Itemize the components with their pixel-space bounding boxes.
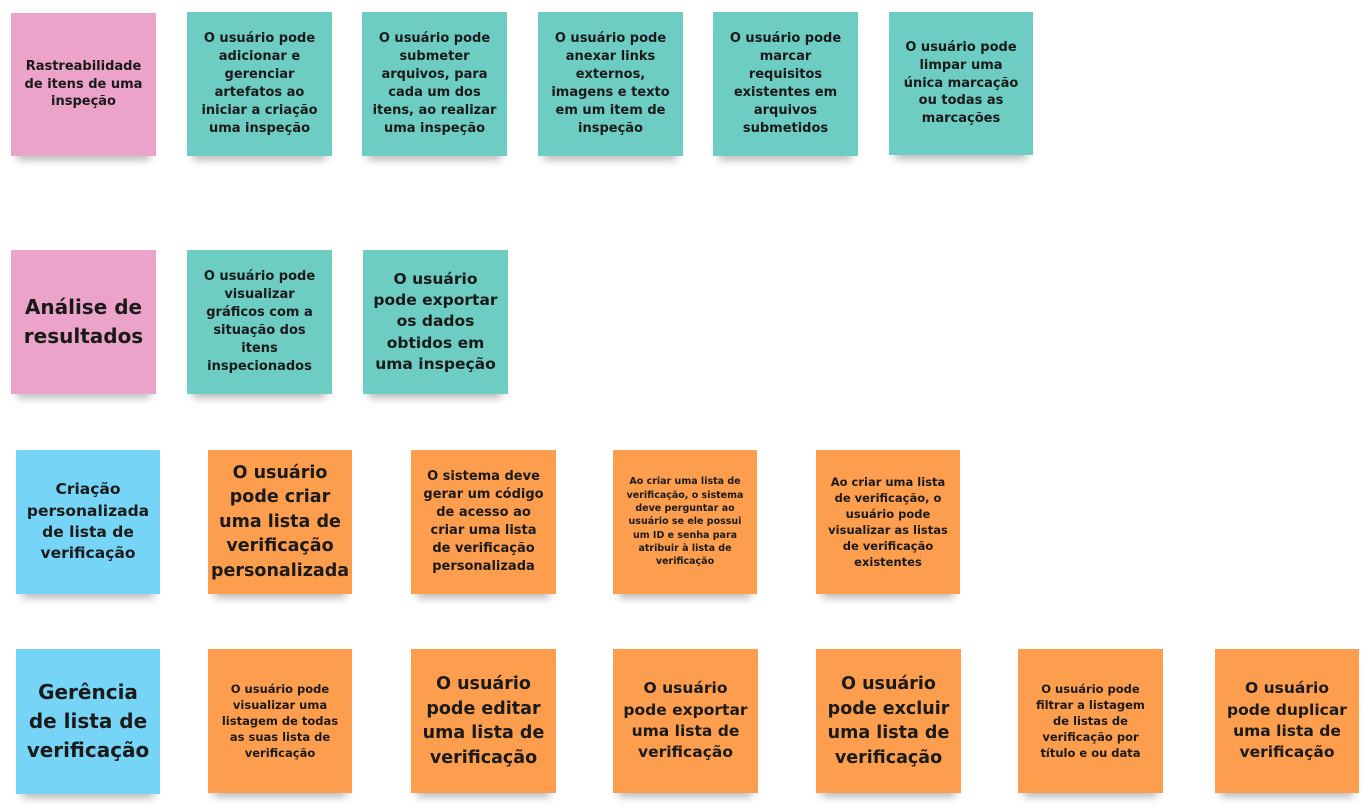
- sticky-note[interactable]: O usuário pode filtrar a listagem de lis…: [1018, 649, 1163, 793]
- sticky-note[interactable]: O usuário pode limpar uma única marcação…: [889, 12, 1033, 155]
- note-text: O usuário pode exportar os dados obtidos…: [373, 269, 498, 374]
- note-text: O usuário pode limpar uma única marcação…: [903, 39, 1019, 127]
- note-text: O usuário pode criar uma lista de verifi…: [210, 462, 350, 581]
- note-text: O usuário pode marcar requisitos existen…: [729, 31, 842, 136]
- sticky-note[interactable]: O usuário pode visualizar gráficos com a…: [187, 250, 332, 394]
- sticky-note[interactable]: Ao criar uma lista de verificação, o sis…: [613, 450, 757, 594]
- sticky-note[interactable]: O usuário pode anexar links externos, im…: [538, 12, 683, 156]
- note-text: O sistema deve gerar um código de acesso…: [423, 469, 544, 574]
- note-text: O usuário pode adicionar e gerenciar art…: [201, 31, 318, 136]
- sticky-note[interactable]: Ao criar uma lista de verificação, o usu…: [816, 450, 960, 594]
- sticky-note[interactable]: O usuário pode excluir uma lista de veri…: [816, 649, 961, 793]
- sticky-note[interactable]: O usuário pode exportar os dados obtidos…: [363, 250, 508, 394]
- note-text: Ao criar uma lista de verificação, o sis…: [626, 476, 744, 568]
- note-text: O usuário pode editar uma lista de verif…: [422, 674, 545, 768]
- sticky-note[interactable]: O usuário pode criar uma lista de verifi…: [208, 450, 352, 594]
- note-text: Gerência de lista de verificação: [26, 680, 150, 762]
- sticky-note[interactable]: O usuário pode adicionar e gerenciar art…: [187, 12, 332, 156]
- sticky-note[interactable]: O usuário pode duplicar uma lista de ver…: [1215, 649, 1359, 793]
- sticky-note-category-header[interactable]: Gerência de lista de verificação: [16, 649, 160, 794]
- note-text: O usuário pode exportar uma lista de ver…: [623, 679, 748, 762]
- note-text: O usuário pode visualizar gráficos com a…: [203, 269, 316, 374]
- sticky-note[interactable]: O usuário pode submeter arquivos, para c…: [362, 12, 507, 156]
- sticky-note[interactable]: O usuário pode marcar requisitos existen…: [713, 12, 858, 156]
- note-text: Análise de resultados: [23, 295, 144, 348]
- note-text: Criação personalizada de lista de verifi…: [26, 480, 150, 563]
- sticky-note[interactable]: O usuário pode editar uma lista de verif…: [411, 649, 556, 793]
- sticky-note-category-header[interactable]: Análise de resultados: [11, 250, 156, 394]
- sticky-note[interactable]: O sistema deve gerar um código de acesso…: [411, 450, 556, 594]
- sticky-note-category-header[interactable]: Rastreabilidade de itens de uma inspeção: [11, 13, 156, 156]
- note-text: O usuário pode visualizar uma listagem d…: [221, 681, 339, 761]
- note-text: Ao criar uma lista de verificação, o usu…: [828, 474, 948, 570]
- note-text: O usuário pode submeter arquivos, para c…: [372, 31, 497, 136]
- note-text: Rastreabilidade de itens de uma inspeção: [24, 58, 143, 110]
- note-text: O usuário pode excluir uma lista de veri…: [827, 674, 950, 768]
- sticky-note[interactable]: O usuário pode exportar uma lista de ver…: [613, 649, 758, 793]
- sticky-note-category-header[interactable]: Criação personalizada de lista de verifi…: [16, 450, 160, 594]
- note-text: O usuário pode filtrar a listagem de lis…: [1036, 681, 1145, 761]
- sticky-note[interactable]: O usuário pode visualizar uma listagem d…: [208, 649, 352, 793]
- note-text: O usuário pode duplicar uma lista de ver…: [1227, 679, 1347, 762]
- note-text: O usuário pode anexar links externos, im…: [551, 31, 670, 136]
